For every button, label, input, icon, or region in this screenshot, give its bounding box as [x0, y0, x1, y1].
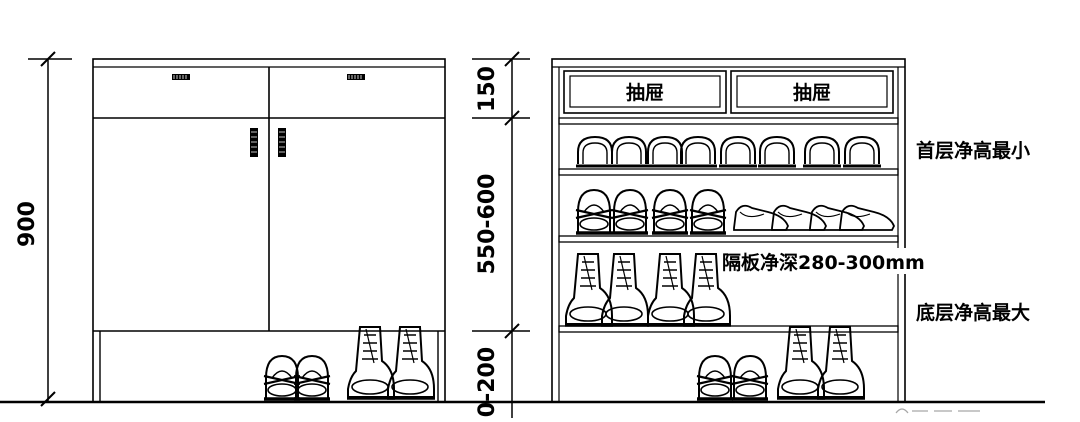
- second-shelf-shoes: [574, 188, 895, 235]
- door-handle-left: [250, 128, 258, 157]
- front-cabinet-body: [92, 58, 446, 403]
- front-height-label: 900: [15, 201, 40, 247]
- watermark-mark: [895, 408, 980, 414]
- note-top-shelf: 首层净高最小: [916, 139, 1030, 162]
- drawer-height-label: 150: [475, 66, 500, 112]
- front-bottom-shoes: [262, 325, 437, 401]
- section-view: 抽屉 抽屉: [551, 58, 1030, 403]
- drawer-label-left: 抽屉: [626, 81, 664, 104]
- note-shelf-depth: 隔板净深280-300mm: [722, 251, 925, 274]
- bottom-height-label: 0-200: [475, 347, 500, 417]
- drawer-box-left: 抽屉: [563, 70, 727, 114]
- drawer-handle-right: [347, 74, 365, 80]
- top-shelf-slippers: [574, 135, 883, 168]
- middle-height-label: 550-600: [475, 174, 500, 275]
- note-bottom-shelf: 底层净高最大: [916, 301, 1030, 324]
- front-view: 900: [15, 51, 446, 407]
- drawer-label-right: 抽屉: [793, 81, 831, 104]
- drawer-box-right: 抽屉: [730, 70, 894, 114]
- bottom-shelf-shoes: [695, 325, 867, 401]
- note-depth-backdrop: [720, 248, 974, 274]
- drawer-handle-left: [172, 74, 190, 80]
- front-height-dimension: 900: [15, 51, 72, 407]
- section-dimension-chain: 150 550-600 0-200: [472, 51, 530, 418]
- third-shelf-boots: [563, 252, 733, 327]
- door-handle-right: [278, 128, 286, 157]
